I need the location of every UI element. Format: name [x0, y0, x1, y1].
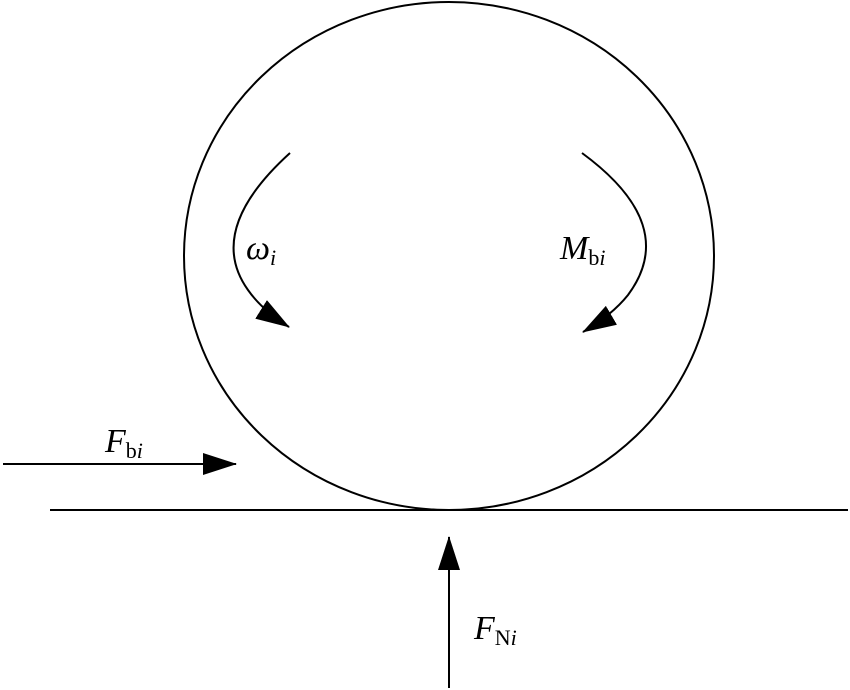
omega-symbol: ω	[246, 230, 271, 267]
moment-subscript-i: i	[599, 245, 606, 270]
brake-force-symbol: F	[105, 423, 126, 460]
brake-force-subscript-i: i	[136, 438, 143, 463]
brake-force-subscript-b: b	[125, 438, 137, 463]
moment-symbol: M	[560, 230, 589, 267]
omega-subscript: i	[270, 245, 277, 270]
normal-force-subscript-n: N	[494, 625, 511, 650]
normal-force-symbol: F	[474, 610, 495, 647]
moment-label: Mbi	[560, 232, 605, 269]
braking-moment-arrow	[581, 152, 648, 333]
angular-velocity-arrow	[232, 152, 291, 328]
moment-subscript-b: b	[588, 245, 600, 270]
omega-label: ωi	[246, 232, 276, 269]
normal-force-subscript-i: i	[510, 625, 517, 650]
normal-force-label: FNi	[474, 612, 517, 649]
brake-force-label: Fbi	[105, 425, 143, 462]
